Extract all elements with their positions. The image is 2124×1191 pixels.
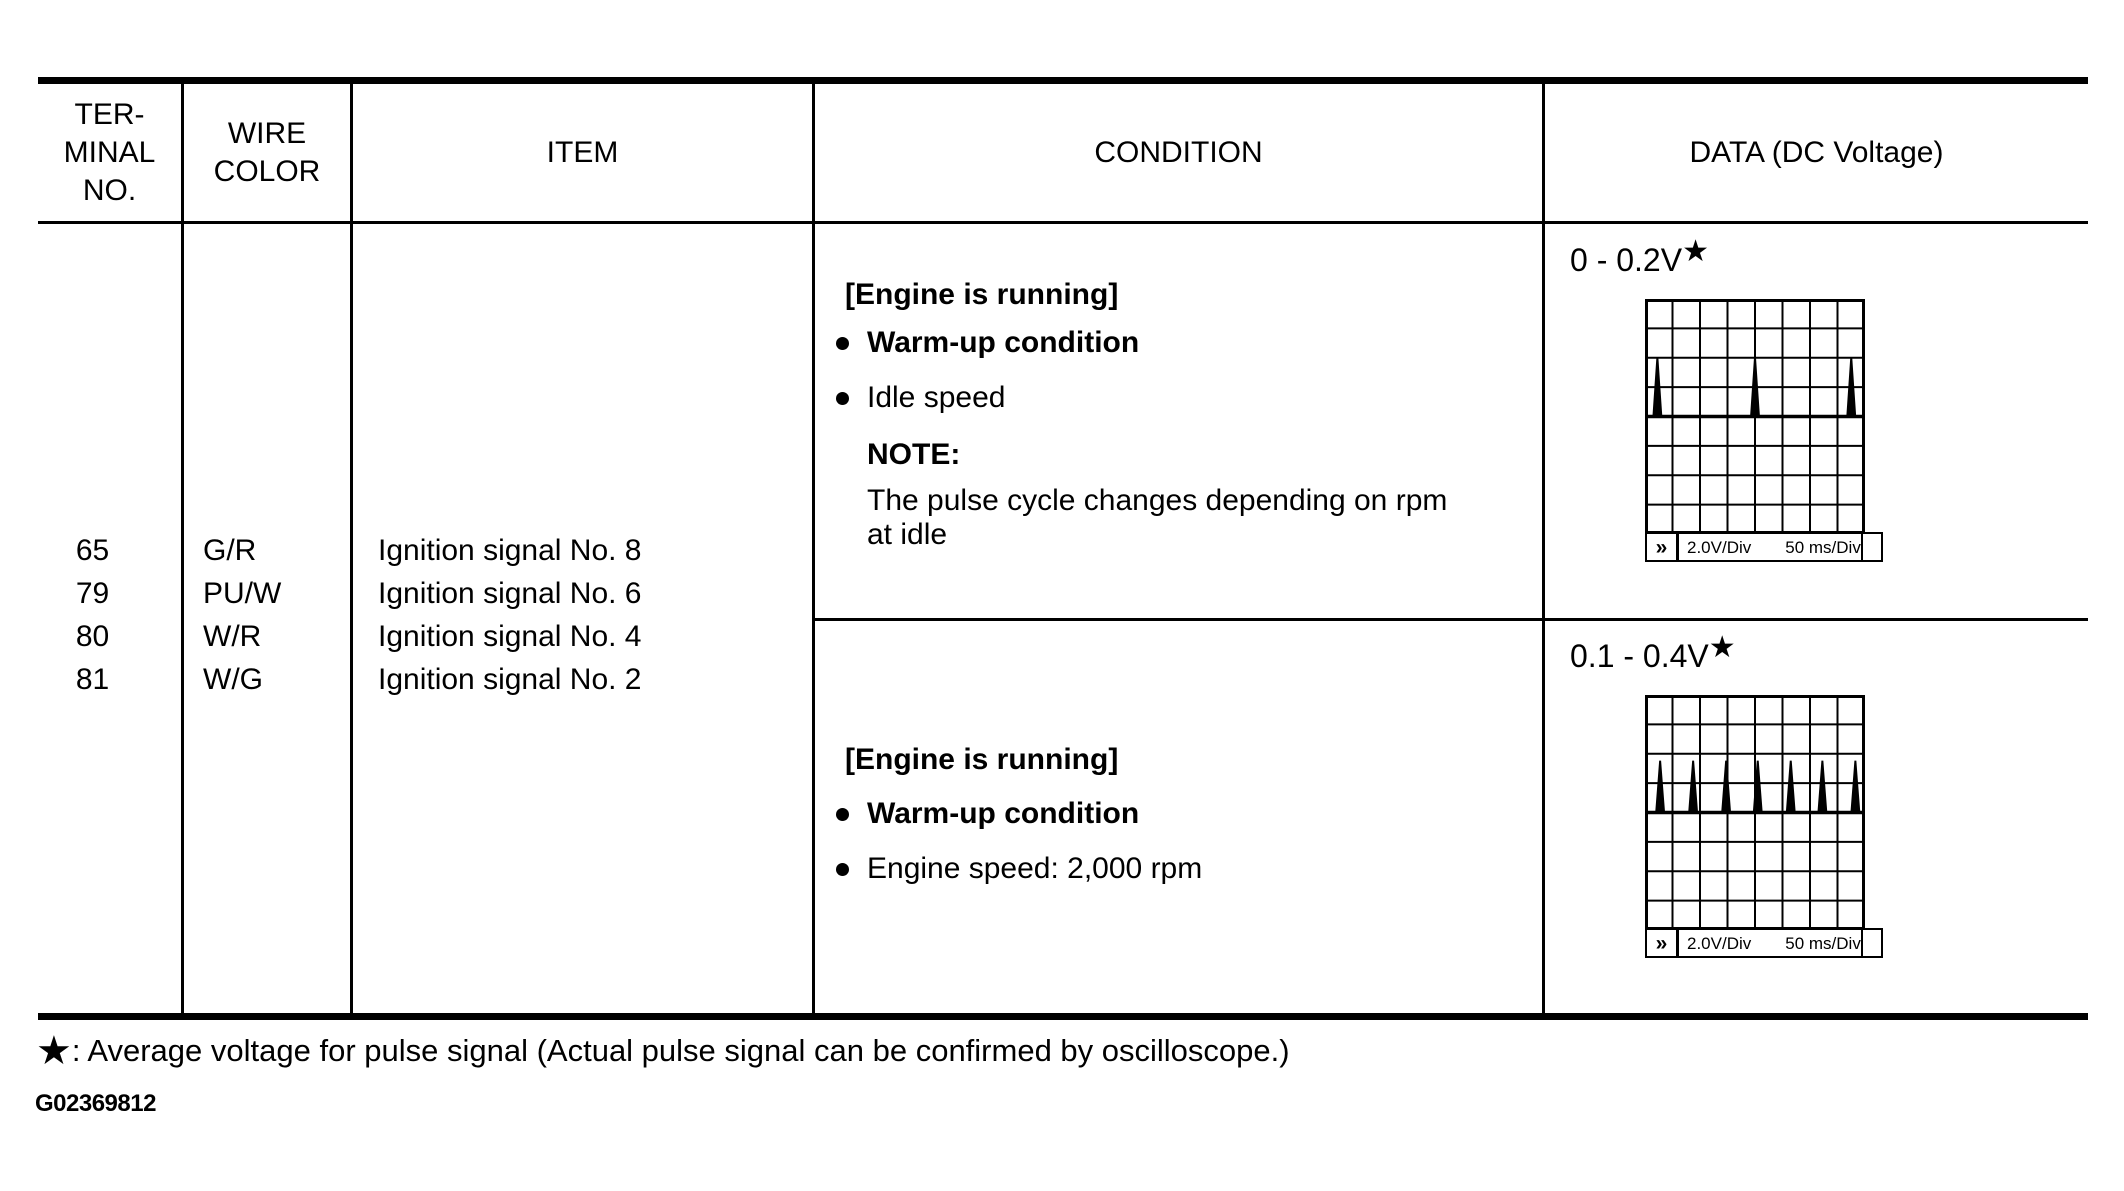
- terminal-no: 79: [75, 576, 110, 610]
- oscilloscope-grid: [1645, 299, 1883, 534]
- oscilloscope-scale-bar: » 2.0V/Div 50 ms/Div: [1645, 928, 1883, 958]
- condition-bullet: Warm-up condition: [836, 326, 1542, 360]
- wire-color: G/R: [203, 533, 257, 567]
- wire-color: W/R: [203, 619, 262, 653]
- data-cell-idle: 0 - 0.2V★ » 2.0V/Div 50 ms/Div: [1545, 224, 2088, 621]
- bullet-icon: [836, 391, 849, 405]
- trace-marker-box: »: [1647, 930, 1679, 956]
- condition-bullet: Engine speed: 2,000 rpm: [836, 852, 1542, 886]
- terminal-spec-table: TER- MINAL NO. WIRE COLOR ITEM CONDITION…: [38, 77, 2088, 1020]
- bullet-icon: [836, 336, 849, 350]
- header-wire-color: WIRE COLOR: [184, 84, 353, 224]
- footnote: ★: Average voltage for pulse signal (Act…: [36, 1029, 1290, 1073]
- header-line: COLOR: [213, 154, 321, 188]
- wire-color: W/G: [203, 662, 263, 696]
- condition-cell-2000rpm: [Engine is running] Warm-up condition En…: [815, 621, 1545, 1013]
- note-text-line: The pulse cycle changes depending on rpm: [867, 484, 1448, 517]
- item-label: Ignition signal No. 8: [378, 533, 642, 567]
- bullet-text: Warm-up condition: [867, 326, 1140, 359]
- voltage-text: 0.1 - 0.4V: [1570, 638, 1709, 674]
- bullet-text: Idle speed: [867, 381, 1006, 414]
- trace-marker-icon: »: [1655, 535, 1668, 559]
- terminal-no-column: 65 79 80 81: [38, 224, 184, 1013]
- note-label: NOTE:: [867, 438, 961, 471]
- voltage-text: 0 - 0.2V: [1570, 242, 1683, 278]
- note-text-line: at idle: [867, 518, 948, 551]
- condition-state: [Engine is running]: [845, 743, 1119, 776]
- item-label: Ignition signal No. 6: [378, 576, 642, 610]
- oscilloscope-scale-bar: » 2.0V/Div 50 ms/Div: [1645, 532, 1883, 562]
- oscilloscope-2000rpm: » 2.0V/Div 50 ms/Div: [1645, 695, 1883, 958]
- terminal-no: 80: [75, 619, 110, 653]
- footnote-text: : Average voltage for pulse signal (Actu…: [71, 1033, 1290, 1068]
- header-condition: CONDITION: [815, 84, 1545, 224]
- terminal-no: 81: [75, 662, 110, 696]
- header-line: TER-: [74, 97, 145, 131]
- star-icon: ★: [36, 1029, 72, 1073]
- trace-marker-box: »: [1647, 534, 1679, 560]
- terminal-no: 65: [75, 533, 110, 567]
- condition-bullet: Idle speed: [836, 381, 1542, 415]
- bullet-text: Warm-up condition: [867, 797, 1140, 830]
- scale-end-box: [1860, 930, 1883, 956]
- header-line: NO.: [82, 173, 137, 207]
- time-per-div-label: 50 ms/Div: [1785, 537, 1861, 557]
- volts-per-div-label: 2.0V/Div: [1687, 537, 1752, 557]
- header-terminal-no: TER- MINAL NO.: [38, 84, 184, 224]
- figure-id: G02369812: [35, 1090, 156, 1117]
- bullet-icon: [836, 807, 849, 821]
- item-label: Ignition signal No. 4: [378, 619, 642, 653]
- header-line: WIRE: [227, 116, 307, 150]
- condition-state: [Engine is running]: [845, 278, 1119, 311]
- item-column: Ignition signal No. 8 Ignition signal No…: [353, 224, 815, 1013]
- scale-end-box: [1860, 534, 1883, 560]
- condition-bullet: Warm-up condition: [836, 797, 1542, 831]
- wire-color-column: G/R PU/W W/R W/G: [184, 224, 353, 1013]
- oscilloscope-idle: » 2.0V/Div 50 ms/Div: [1645, 299, 1883, 562]
- bullet-icon: [836, 862, 849, 876]
- time-per-div-label: 50 ms/Div: [1785, 933, 1861, 953]
- header-data: DATA (DC Voltage): [1545, 84, 2088, 224]
- oscilloscope-grid: [1645, 695, 1883, 930]
- star-icon: ★: [1682, 235, 1709, 268]
- trace-marker-icon: »: [1655, 931, 1668, 955]
- star-icon: ★: [1708, 631, 1736, 664]
- voltage-value: 0 - 0.2V★: [1570, 235, 2088, 281]
- data-cell-2000rpm: 0.1 - 0.4V★ » 2.0V/Div 50 ms/Div: [1545, 621, 2088, 1013]
- header-item: ITEM: [353, 84, 815, 224]
- volts-per-div-label: 2.0V/Div: [1687, 933, 1752, 953]
- condition-cell-idle: [Engine is running] Warm-up condition Id…: [815, 224, 1545, 621]
- header-line: MINAL: [63, 135, 156, 169]
- voltage-value: 0.1 - 0.4V★: [1570, 631, 2088, 677]
- wire-color: PU/W: [203, 576, 282, 610]
- item-label: Ignition signal No. 2: [378, 662, 642, 696]
- bullet-text: Engine speed: 2,000 rpm: [867, 852, 1203, 885]
